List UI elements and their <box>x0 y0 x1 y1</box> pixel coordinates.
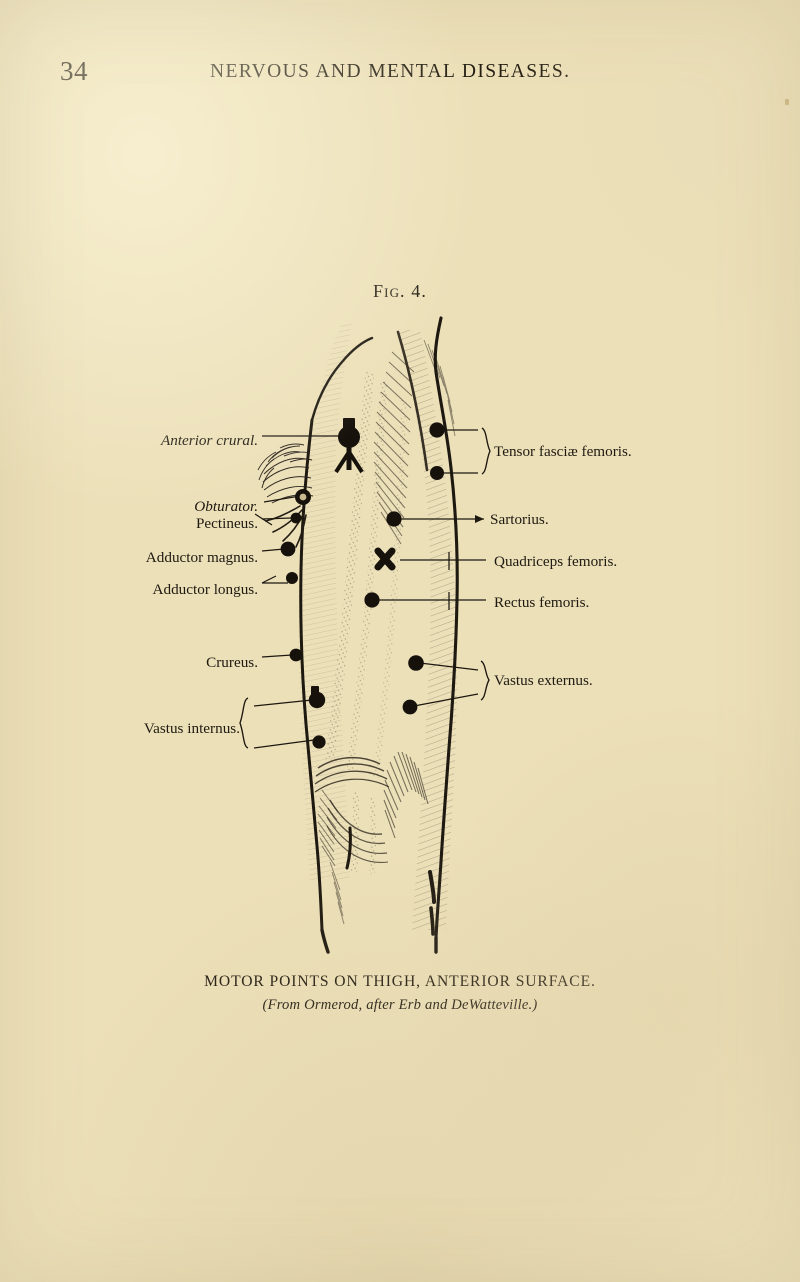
sartorius-arrowhead <box>475 515 484 523</box>
label-tensor-fasciae-femoris: Tensor fasciæ femoris. <box>494 443 632 460</box>
label-quadriceps-femoris: Quadriceps femoris. <box>494 553 618 570</box>
motor-point-vastus-internus-2 <box>312 735 326 749</box>
motor-point-vastus-externus-1 <box>408 655 424 671</box>
paper-speck <box>785 99 789 105</box>
brace-tensor-fasciae <box>481 427 491 475</box>
label-vastus-internus: Vastus internus. <box>143 720 240 737</box>
motor-point-tensor-2 <box>430 466 444 480</box>
brace-vastus-internus <box>239 697 249 749</box>
label-anterior-crural: Anterior crural. <box>160 432 258 449</box>
motor-point-adductor-magnus <box>280 541 296 557</box>
motor-point-quadriceps-x <box>374 547 396 571</box>
label-rectus-femoris: Rectus femoris. <box>494 594 590 611</box>
motor-point-rectus-femoris <box>364 592 380 608</box>
label-vastus-externus: Vastus externus. <box>494 672 593 689</box>
motor-point-pectineus <box>290 512 302 524</box>
motor-point-tensor-1 <box>429 422 445 438</box>
motor-point-adductor-longus <box>286 572 298 584</box>
motor-point-vastus-externus-2 <box>402 699 418 715</box>
label-adductor-longus: Adductor longus. <box>152 581 258 598</box>
label-obturator: Obturator. <box>194 498 258 515</box>
engraving-body <box>239 316 491 954</box>
label-crureus: Crureus. <box>206 654 258 671</box>
motor-point-crureus <box>289 648 303 662</box>
label-sartorius: Sartorius. <box>490 511 549 528</box>
label-pectineus: Pectineus. <box>195 515 258 532</box>
brace-vastus-externus <box>480 660 490 701</box>
label-adductor-magnus: Adductor magnus. <box>145 549 258 566</box>
motor-point-sartorius <box>386 511 402 527</box>
